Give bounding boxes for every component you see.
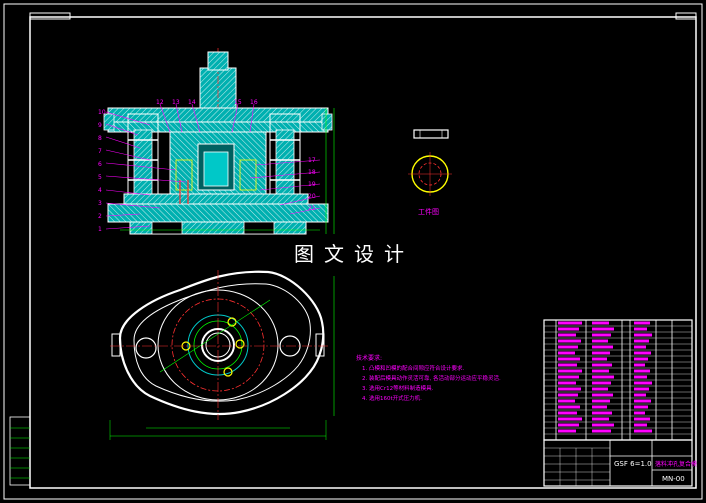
parts-list-cell-text — [592, 423, 614, 427]
parts-list-cell-text — [592, 321, 609, 325]
callout-number: 5 — [98, 174, 102, 181]
parts-list-cell-text — [592, 369, 609, 373]
parts-list-cell-text — [558, 399, 575, 403]
parts-list-cell-text — [558, 387, 581, 391]
parts-list-cell-text — [592, 387, 608, 391]
scale-label: GSF 6=1.0 — [614, 460, 652, 468]
parts-list-cell-text — [592, 417, 609, 421]
parts-list-cell-text — [634, 363, 645, 367]
parts-list-cell-text — [634, 429, 652, 433]
tech-requirement-item: 1. 凸模和凹模的配合间隙应符合设计要求. — [362, 364, 464, 372]
callout-number: 8 — [98, 135, 102, 142]
callout-number: 1 — [98, 226, 102, 233]
parts-list-cell-text — [634, 357, 648, 361]
parts-list-cell-text — [558, 429, 576, 433]
callout-number: 21 — [308, 205, 316, 212]
parts-list-cell-text — [634, 393, 646, 397]
parts-list-cell-text — [592, 363, 612, 367]
parts-list-cell-text — [592, 393, 613, 397]
callout-number: 10 — [98, 109, 106, 116]
callout-number: 3 — [98, 200, 102, 207]
parts-list-cell-text — [634, 399, 651, 403]
callout-number: 4 — [98, 187, 102, 194]
drawing-frame — [3, 3, 703, 500]
tech-requirement-item: 3. 选用Cr12等材料制造模具. — [362, 384, 434, 392]
parts-list-cell-text — [592, 327, 614, 331]
parts-list-cell-text — [634, 375, 647, 379]
parts-list-cell-text — [634, 387, 649, 391]
parts-list-cell-text — [558, 363, 577, 367]
parts-list-cell-text — [592, 375, 614, 379]
parts-list-cell-text — [592, 333, 611, 337]
parts-list-cell-text — [634, 321, 650, 325]
workpiece-view: 工件图 — [408, 129, 452, 216]
callout-number: 16 — [250, 99, 258, 106]
tech-requirements: 技术要求: 1. 凸模和凹模的配合间隙应符合设计要求. 2. 装配后模具动作灵活… — [356, 354, 501, 402]
callout-number: 17 — [308, 157, 316, 164]
parts-list-cell-text — [592, 351, 610, 355]
callout-numbers-left: 10 9 8 7 6 5 4 3 2 1 — [98, 109, 106, 233]
parts-list-cell-text — [558, 417, 582, 421]
parts-list-cell-text — [634, 327, 647, 331]
parts-list-cell-text — [634, 333, 652, 337]
parts-list-cell-text — [558, 339, 581, 343]
parts-list-cell-text — [634, 381, 652, 385]
parts-list-cell-text — [558, 333, 576, 337]
tech-requirement-item: 2. 装配后模具动作灵活可靠, 各活动部分运动应平稳灵活. — [362, 374, 501, 382]
callout-number: 18 — [308, 169, 316, 176]
parts-list-cell-text — [558, 381, 576, 385]
parts-list-cell-text — [558, 411, 577, 415]
parts-list-cell-text — [592, 429, 611, 433]
parts-list-cell-text — [634, 423, 647, 427]
parts-list-cell-text — [634, 345, 646, 349]
callout-number: 14 — [188, 99, 196, 106]
parts-list-cell-text — [634, 411, 645, 415]
callout-number: 19 — [308, 181, 316, 188]
parts-list-cell-text — [558, 327, 579, 331]
title-block: GSF 6=1.0 落料冲孔复合模 MN-00 — [543, 439, 697, 487]
parts-list-cell-text — [558, 369, 582, 373]
callout-number: 20 — [308, 193, 316, 200]
parts-list-cell-text — [558, 423, 579, 427]
callout-numbers-top: 12 13 14 15 16 — [156, 99, 258, 106]
tech-requirement-item: 4. 选用160t开式压力机. — [362, 394, 422, 402]
parts-list-cell-text — [558, 405, 580, 409]
watermark-text: 图文设计 — [290, 238, 418, 267]
parts-list-cell-text — [592, 399, 610, 403]
section-view — [103, 48, 335, 235]
callout-number: 2 — [98, 213, 102, 220]
callout-number: 15 — [234, 99, 242, 106]
parts-list-cell-text — [634, 351, 651, 355]
drawing-title: 落料冲孔复合模 — [655, 460, 697, 468]
callout-number: 12 — [156, 99, 164, 106]
parts-list-cell-text — [558, 351, 575, 355]
callout-numbers-right: 17 18 19 20 21 — [308, 157, 316, 212]
parts-list-cell-text — [592, 381, 611, 385]
callout-number: 7 — [98, 148, 102, 155]
parts-list-cell-text — [634, 369, 650, 373]
parts-list-cell-text — [592, 411, 612, 415]
parts-list-cell-text — [558, 357, 580, 361]
parts-list-cell-text — [592, 405, 607, 409]
callout-number: 13 — [172, 99, 180, 106]
parts-list-cell-text — [558, 375, 579, 379]
callout-number: 9 — [98, 122, 102, 129]
revision-strip — [9, 416, 31, 486]
callout-number: 6 — [98, 161, 102, 168]
parts-list-cell-text — [558, 345, 578, 349]
workpiece-label: 工件图 — [418, 207, 439, 216]
parts-list-cell-text — [592, 339, 608, 343]
tech-requirements-heading: 技术要求: — [356, 354, 382, 362]
plan-view — [109, 270, 335, 440]
parts-list-cell-text — [592, 357, 607, 361]
parts-list-cell-text — [634, 417, 650, 421]
parts-list-cell-text — [592, 345, 613, 349]
parts-list-cell-text — [634, 339, 649, 343]
parts-list-cell-text — [558, 321, 582, 325]
parts-list — [543, 319, 693, 441]
parts-list-cell-text — [558, 393, 578, 397]
parts-list-cell-text — [634, 405, 648, 409]
drawing-number: MN-00 — [662, 475, 685, 483]
